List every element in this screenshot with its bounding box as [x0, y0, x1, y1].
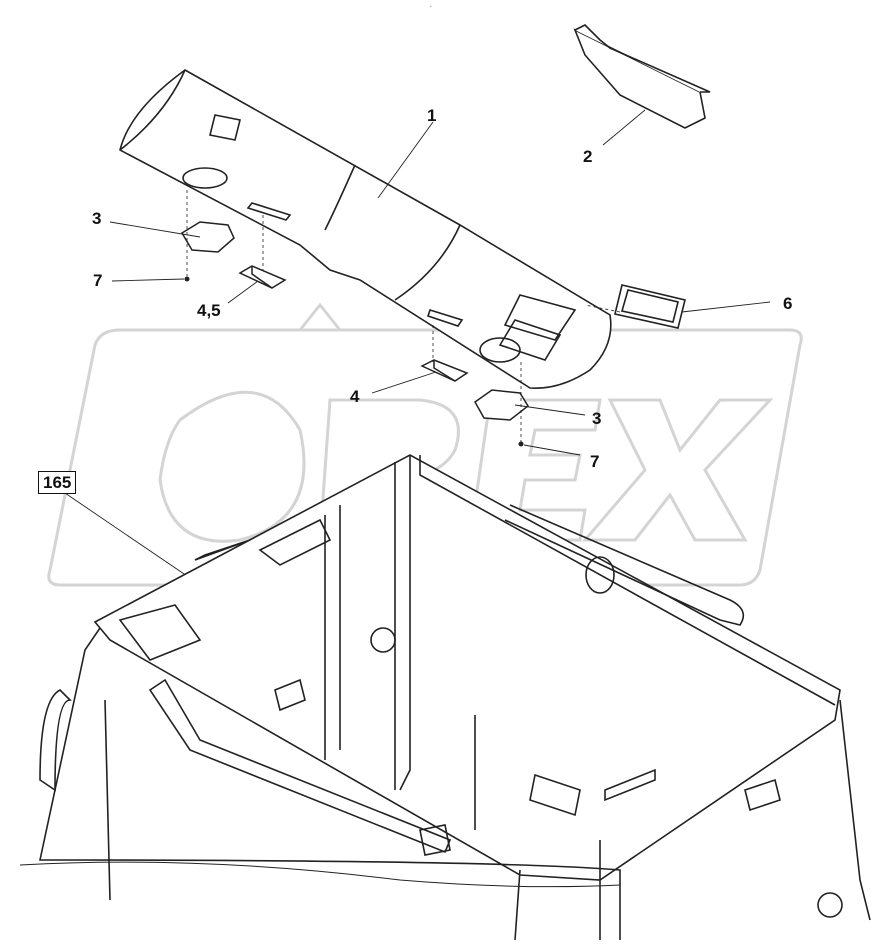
callout-3-right: 3 — [592, 409, 602, 428]
part-7-screw-right — [518, 441, 524, 447]
cab-frame — [39, 454, 871, 941]
ground-line — [19, 861, 621, 888]
callout-4: 4 — [350, 387, 360, 406]
callout-6: 6 — [783, 294, 793, 313]
callout-3-left: 3 — [92, 209, 102, 228]
callout-7-right: 7 — [590, 452, 600, 471]
part-7-screw-left — [184, 276, 190, 282]
leader-lines — [61, 109, 771, 579]
part-1-dash-panel — [119, 69, 612, 389]
part-4-5-clip — [238, 265, 287, 289]
part-3-gasket-left — [180, 221, 235, 253]
callout-4-5: 4,5 — [197, 301, 221, 320]
callout-165-reference[interactable]: 165 — [38, 471, 77, 494]
part-6-lens — [614, 284, 686, 329]
callout-2: 2 — [583, 147, 593, 166]
callout-1: 1 — [427, 106, 437, 125]
tiny-mark: * — [430, 4, 432, 9]
part-3-gasket-right — [474, 389, 529, 421]
part-4-clip — [420, 359, 469, 382]
alignment-lines — [186, 190, 621, 442]
part-2-bracket — [573, 24, 711, 129]
callout-7-left: 7 — [93, 271, 103, 290]
